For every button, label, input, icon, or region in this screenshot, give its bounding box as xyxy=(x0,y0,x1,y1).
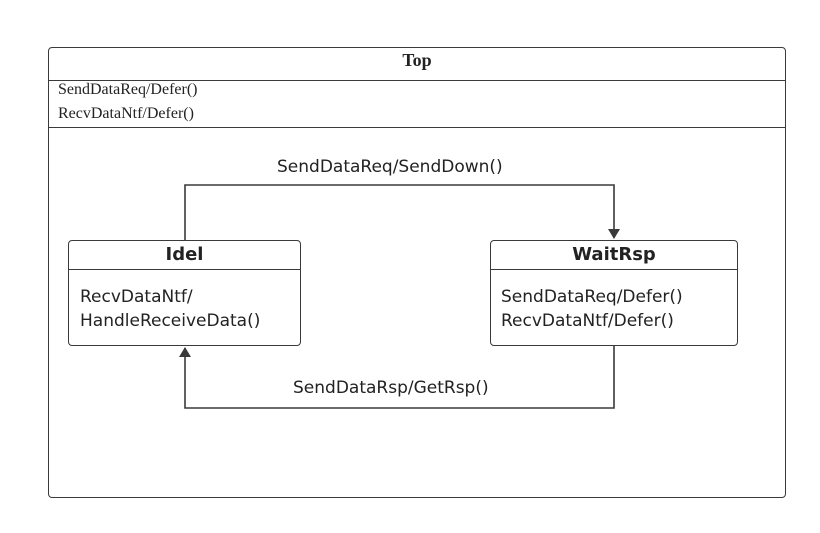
state-waitrsp-title: WaitRsp xyxy=(572,244,656,265)
transition-label-get-rsp: SendDataRsp/GetRsp() xyxy=(293,378,489,398)
state-idel xyxy=(68,240,301,346)
top-state xyxy=(48,47,786,498)
state-idel-action-1: RecvDataNtf/ xyxy=(80,287,193,307)
state-waitrsp-divider xyxy=(490,269,738,271)
state-waitrsp-action-1: SendDataReq/Defer() xyxy=(501,287,683,307)
transition-idel-to-waitrsp xyxy=(184,184,620,240)
top-actions-divider xyxy=(48,127,786,129)
transition-waitrsp-to-idel xyxy=(179,346,615,409)
state-waitrsp-action-2: RecvDataNtf/Defer() xyxy=(501,311,674,331)
state-idel-divider xyxy=(68,269,301,271)
top-action-recv: RecvDataNtf/Defer() xyxy=(58,105,194,122)
top-state-title: Top xyxy=(402,50,432,70)
top-title-divider xyxy=(48,80,786,82)
state-idel-title: Idel xyxy=(165,244,204,265)
top-action-send: SendDataReq/Defer() xyxy=(58,81,198,98)
state-waitrsp xyxy=(490,240,738,346)
transition-label-send-down: SendDataReq/SendDown() xyxy=(277,157,503,177)
state-idel-action-2: HandleReceiveData() xyxy=(80,311,261,331)
